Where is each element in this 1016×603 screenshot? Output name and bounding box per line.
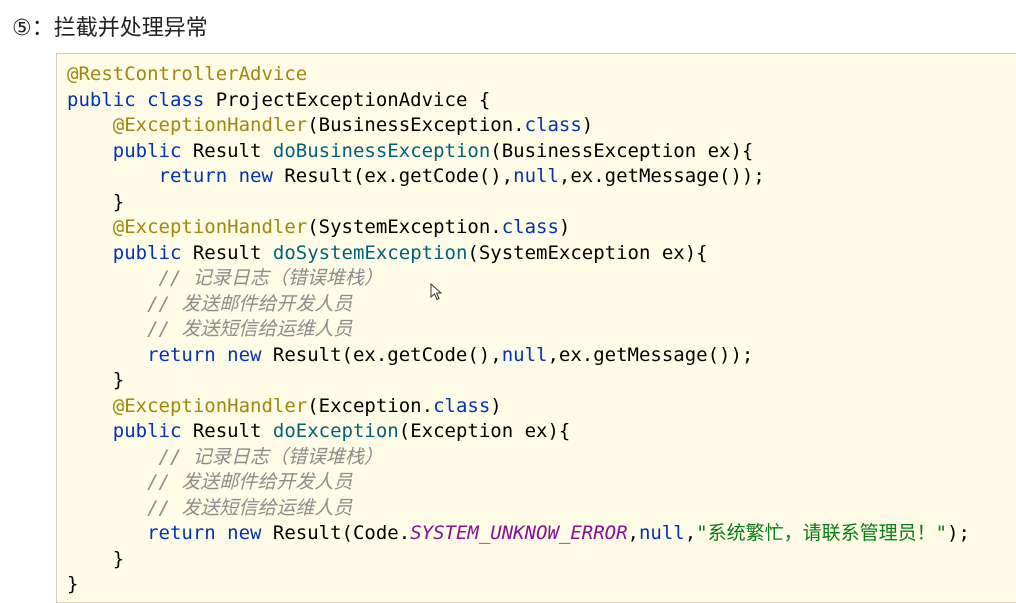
code-line-7: @ExceptionHandler(SystemException.class) (67, 215, 970, 241)
code-line-19: return new Result(Code.SYSTEM_UNKNOW_ERR… (67, 521, 970, 547)
code-token: } (67, 573, 79, 595)
keyword-token: class (501, 216, 559, 238)
code-line-3: @ExceptionHandler(BusinessException.clas… (67, 113, 970, 139)
keyword-token: class (433, 394, 491, 417)
code-token: ,ex.getMessage()); (558, 165, 765, 187)
comment-token: // 发送邮件给开发人员 (147, 292, 353, 315)
keyword-token: public (112, 241, 182, 264)
annotation-token: @ExceptionHandler (112, 216, 308, 238)
comment-token: // 发送邮件给开发人员 (147, 471, 353, 493)
method-name-token: doSystemException (272, 241, 468, 264)
code-line-2: public class ProjectExceptionAdvice { (67, 88, 970, 114)
code-block: @RestControllerAdvice public class Projec… (56, 53, 1016, 603)
code-token: (Exception ex){ (398, 420, 571, 442)
comment-token: // 发送短信给运维人员 (147, 496, 353, 519)
method-name-token: doException (272, 420, 399, 442)
code-token: } (112, 547, 125, 570)
code-token: ProjectExceptionAdvice { (204, 88, 491, 111)
code-line-10: // 发送邮件给开发人员 (67, 292, 970, 318)
code-line-12: return new Result(ex.getCode(),null,ex.g… (67, 343, 970, 369)
section-heading: ⑤：拦截并处理异常 (12, 16, 208, 41)
comment-token: // 发送短信给运维人员 (147, 318, 353, 340)
code-token: (SystemException. (307, 216, 502, 238)
code-token: (SystemException ex){ (467, 241, 708, 264)
code-line-11: // 发送短信给运维人员 (67, 317, 970, 343)
code-line-18: // 发送短信给运维人员 (67, 496, 970, 522)
code-token: ,ex.getMessage()); (547, 343, 754, 366)
keyword-token: null (513, 165, 559, 187)
code-line-17: // 发送邮件给开发人员 (67, 470, 970, 496)
keyword-token: null (501, 343, 548, 366)
code-line-13: } (67, 368, 970, 394)
code-token: ) (558, 216, 571, 238)
comment-token: // 记录日志（错误堆栈） (158, 445, 383, 468)
code-token: Result(Code. (261, 522, 411, 544)
code-token: Result(ex.getCode(), (272, 165, 514, 187)
keyword-token: public class (67, 88, 205, 111)
comment-token: // 记录日志（错误堆栈） (158, 267, 383, 289)
method-name-token: doBusinessException (272, 139, 491, 162)
code-token: ); (947, 522, 970, 544)
code-token: ) (581, 114, 594, 136)
keyword-token: return new (147, 343, 262, 366)
code-line-6: } (67, 190, 970, 216)
string-token: "系统繁忙，请联系管理员！" (696, 522, 948, 544)
code-token: ) (490, 394, 502, 417)
keyword-token: return new (147, 522, 262, 544)
code-text: @RestControllerAdvice public class Projec… (67, 62, 970, 598)
code-token: (BusinessException. (307, 114, 525, 136)
annotation-token: @ExceptionHandler (112, 114, 308, 136)
code-token: (Exception. (307, 394, 434, 417)
code-line-9: // 记录日志（错误堆栈） (67, 266, 970, 292)
code-line-5: return new Result(ex.getCode(),null,ex.g… (67, 164, 970, 190)
code-token: Result (181, 420, 273, 442)
code-token: } (112, 190, 125, 213)
code-line-16: // 记录日志（错误堆栈） (67, 445, 970, 471)
code-token: , (684, 522, 697, 544)
code-token: } (112, 369, 125, 391)
code-line-15: public Result doException(Exception ex){ (67, 419, 970, 445)
code-line-21: } (67, 572, 970, 598)
code-line-8: public Result doSystemException(SystemEx… (67, 241, 970, 267)
mouse-pointer-icon (430, 283, 442, 301)
code-token: Result (181, 241, 273, 264)
constant-token: SYSTEM_UNKNOW_ERROR (410, 522, 628, 544)
code-line-4: public Result doBusinessException(Busine… (67, 139, 970, 165)
annotation-token: @RestControllerAdvice (67, 63, 308, 85)
keyword-token: class (524, 114, 582, 136)
code-line-14: @ExceptionHandler(Exception.class) (67, 394, 970, 420)
keyword-token: return new (158, 165, 273, 187)
keyword-token: null (638, 522, 685, 544)
code-token: , (627, 522, 639, 544)
keyword-token: public (112, 139, 182, 162)
code-token: Result(ex.getCode(), (261, 343, 502, 366)
keyword-token: public (112, 420, 182, 442)
code-token: (BusinessException ex){ (490, 139, 754, 162)
code-line-1: @RestControllerAdvice (67, 62, 970, 88)
code-line-20: } (67, 547, 970, 573)
annotation-token: @ExceptionHandler (112, 394, 308, 417)
code-token: Result (181, 139, 273, 162)
